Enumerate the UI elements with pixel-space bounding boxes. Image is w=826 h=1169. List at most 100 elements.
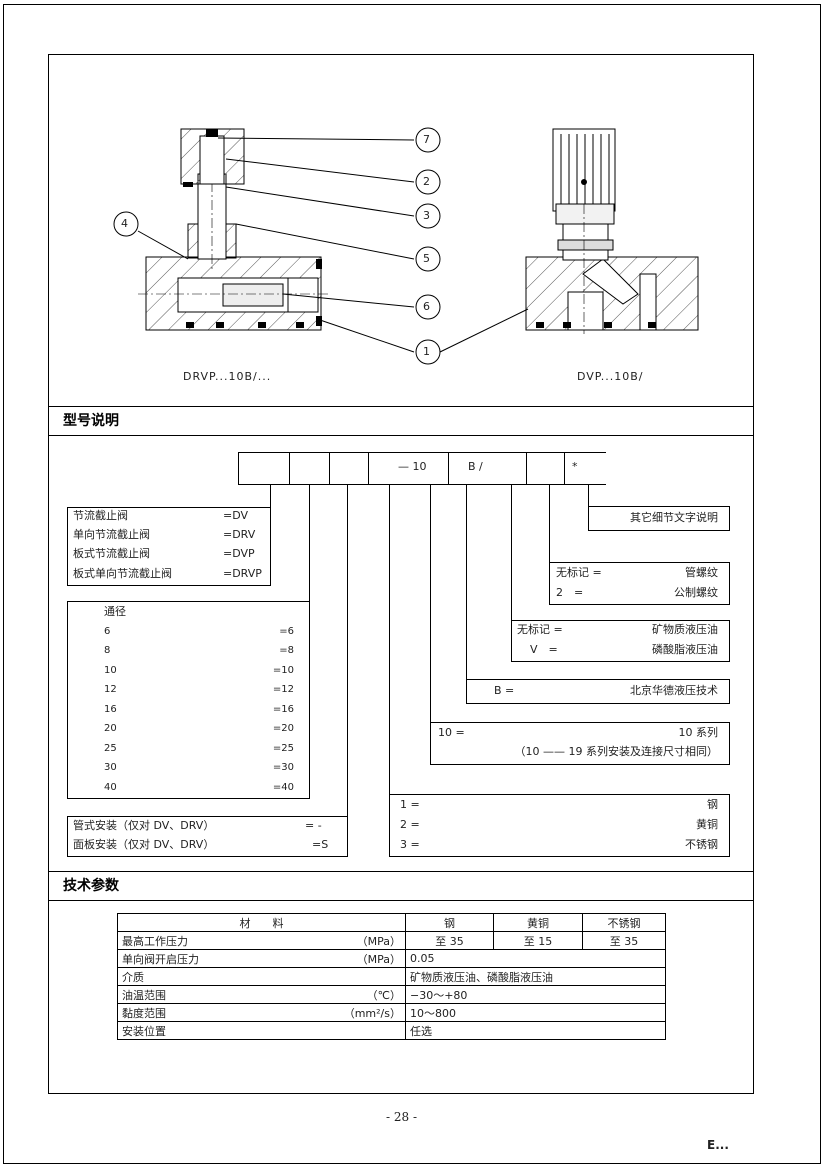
header-steel: 钢 — [405, 913, 494, 932]
row-unit: （℃） — [337, 985, 406, 1004]
bore-code: =30 — [272, 762, 294, 773]
material-key: 1 = — [400, 798, 420, 811]
leader — [347, 484, 348, 816]
row-value: 矿物质液压油、磷酸脂液压油 — [405, 967, 666, 986]
page-number: - 28 - — [386, 1110, 418, 1124]
callout-5: 5 — [423, 252, 430, 265]
drvp-section-view — [113, 127, 441, 365]
brand-key: B = — [494, 684, 515, 697]
row-label: 最高工作压力 — [117, 931, 338, 950]
row-label: 黏度范围 — [117, 1003, 338, 1022]
row-unit: （mm²/s） — [337, 1003, 406, 1022]
page-outer-frame — [3, 4, 821, 1164]
bore-code: =25 — [272, 743, 294, 754]
material-value: 钢 — [707, 798, 718, 811]
code-other: * — [572, 460, 578, 473]
type-code: =DRVP — [223, 567, 262, 580]
series-value: 10 系列 — [678, 726, 719, 739]
table-row: 最高工作压力 （MPa） 至 35 至 15 至 35 — [117, 931, 666, 950]
table-row: 黏度范围 （mm²/s） 10～800 — [117, 1003, 666, 1022]
brand-value: 北京华德液压技术 — [630, 684, 718, 697]
caption-drvp: DRVP...10B/... — [183, 370, 272, 383]
bore-code: =20 — [272, 723, 294, 734]
other-details-text: 其它细节文字说明 — [630, 511, 718, 524]
bore-size: 30 — [104, 762, 117, 773]
bore-size: 8 — [104, 645, 111, 656]
leader — [389, 484, 390, 794]
leader — [588, 484, 589, 506]
thread-value: 公制螺纹 — [674, 586, 718, 599]
row-label: 油温范围 — [117, 985, 338, 1004]
type-name: 板式单向节流截止阀 — [73, 567, 172, 580]
row-value: 10～800 — [405, 1003, 666, 1022]
code-series: — 10 — [398, 460, 427, 473]
table-row: 介质 矿物质液压油、磷酸脂液压油 — [117, 967, 666, 986]
callout-2: 2 — [423, 175, 430, 188]
bore-code: =6 — [279, 626, 294, 637]
mount-box — [67, 816, 348, 857]
mount-code: =S — [312, 838, 329, 851]
row-value: 任选 — [405, 1021, 666, 1040]
valve-drawing — [113, 127, 699, 365]
divider — [48, 871, 754, 872]
callout-3: 3 — [423, 209, 430, 222]
leader — [466, 484, 467, 679]
bore-code: =16 — [272, 704, 294, 715]
type-name: 节流截止阀 — [73, 509, 128, 522]
thread-key: 2 = — [556, 586, 584, 599]
material-value: 不锈钢 — [685, 838, 718, 851]
thread-key: 无标记 = — [556, 566, 602, 579]
table-row: 油温范围 （℃） −30～+80 — [117, 985, 666, 1004]
code-brand: B / — [468, 460, 483, 473]
callout-4: 4 — [121, 217, 128, 230]
row-value: 至 35 — [582, 931, 666, 950]
page-inner-frame — [48, 54, 754, 1094]
header-stainless: 不锈钢 — [582, 913, 666, 932]
mount-name: 管式安装（仅对 DV、DRV） — [73, 819, 215, 832]
table-row: 单向阀开启压力 （MPa） 0.05 — [117, 949, 666, 968]
bore-size: 25 — [104, 743, 117, 754]
callout-6: 6 — [423, 300, 430, 313]
table-row: 材 料 钢 黄铜 不锈钢 — [117, 913, 666, 932]
thread-value: 管螺纹 — [685, 566, 718, 579]
type-name: 板式节流截止阀 — [73, 547, 150, 560]
bore-size: 12 — [104, 684, 117, 695]
leader — [309, 484, 310, 601]
bore-size: 6 — [104, 626, 111, 637]
series-key: 10 = — [438, 726, 465, 739]
type-name: 单向节流截止阀 — [73, 528, 150, 541]
other-details-box — [588, 506, 730, 531]
section-title-tech: 技术参数 — [63, 878, 119, 894]
row-unit: （MPa） — [337, 931, 406, 950]
leader — [270, 484, 271, 508]
row-label: 单向阀开启压力 — [117, 949, 338, 968]
row-value: 至 35 — [405, 931, 494, 950]
type-code: =DRV — [223, 528, 256, 541]
row-value: 0.05 — [405, 949, 666, 968]
seal-value: 矿物质液压油 — [652, 623, 718, 636]
seal-box — [511, 620, 730, 662]
type-box — [67, 507, 271, 586]
row-unit: （MPa） — [337, 949, 406, 968]
seal-value: 磷酸脂液压油 — [652, 643, 718, 656]
callout-7: 7 — [423, 133, 430, 146]
row-unit — [337, 1021, 406, 1040]
bore-code: =8 — [279, 645, 294, 656]
thread-box — [549, 562, 730, 605]
bore-code: =10 — [272, 665, 294, 676]
row-unit — [337, 967, 406, 986]
row-label: 安装位置 — [117, 1021, 338, 1040]
material-value: 黄铜 — [696, 818, 718, 831]
callout-1: 1 — [423, 345, 430, 358]
divider — [48, 406, 754, 407]
series-box — [430, 722, 730, 765]
leader — [511, 484, 512, 620]
spec-table: 材 料 钢 黄铜 不锈钢 最高工作压力 （MPa） 至 35 至 15 至 35… — [117, 913, 666, 1040]
material-box — [389, 794, 730, 857]
bore-code: =40 — [272, 782, 294, 793]
row-label: 介质 — [117, 967, 338, 986]
table-row: 安装位置 任选 — [117, 1021, 666, 1040]
seal-key: 无标记 = — [517, 623, 563, 636]
row-value: 至 15 — [493, 931, 583, 950]
bore-size: 16 — [104, 704, 117, 715]
